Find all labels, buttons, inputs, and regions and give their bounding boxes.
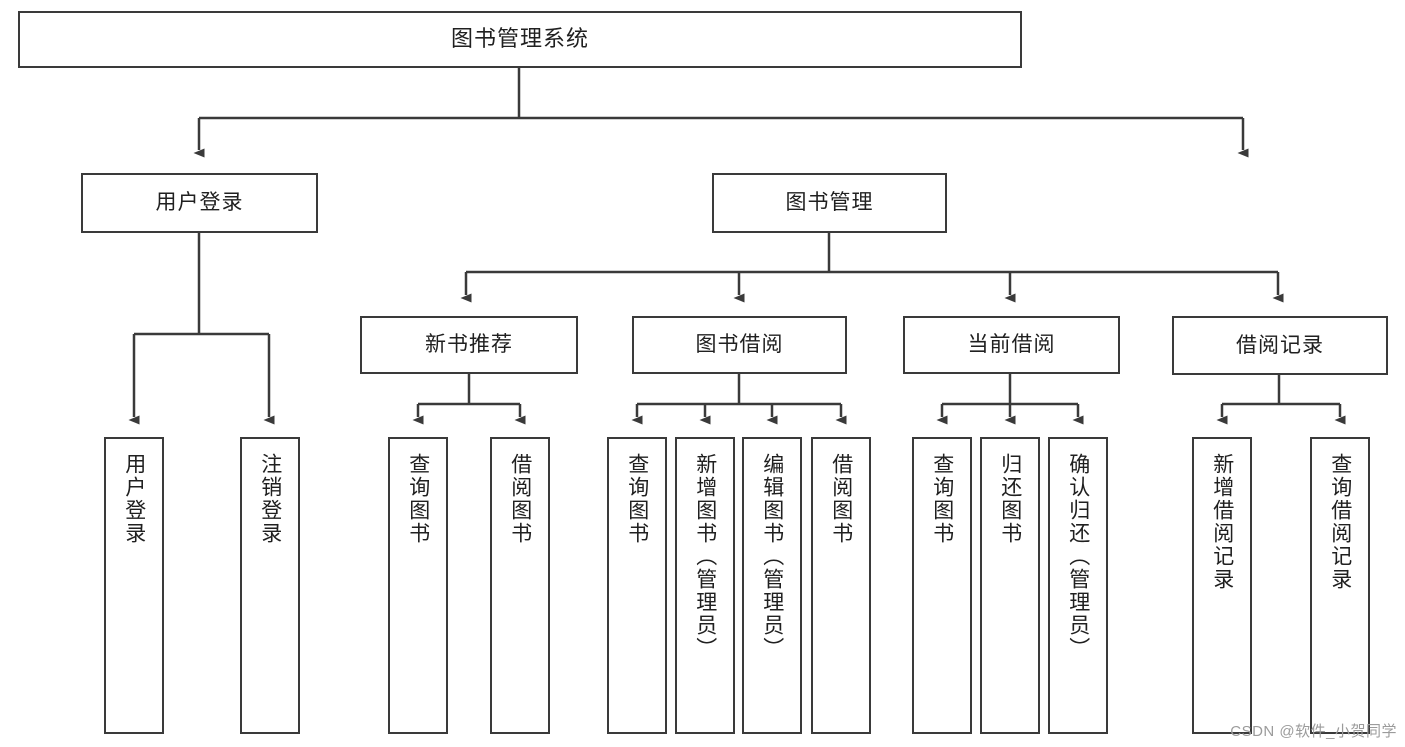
leaf-label: 确认归还（管理员） [1066,453,1090,660]
leaf-label: 新增借阅记录 [1210,453,1234,591]
leaf-label: 借阅图书 [508,453,532,545]
leaf-label: 查询借阅记录 [1328,453,1352,591]
leaf-return-book[interactable]: 归还图书 [980,437,1040,734]
leaf-label: 归还图书 [998,453,1022,545]
leaf-query-book-2[interactable]: 查询图书 [607,437,667,734]
leaf-label: 新增图书（管理员） [693,453,717,660]
node-book-borrow[interactable]: 图书借阅 [632,316,847,374]
node-book-management[interactable]: 图书管理 [712,173,947,233]
leaf-user-logout[interactable]: 注销登录 [240,437,300,734]
leaf-query-book-1[interactable]: 查询图书 [388,437,448,734]
node-current-borrow[interactable]: 当前借阅 [903,316,1120,374]
leaf-add-record[interactable]: 新增借阅记录 [1192,437,1252,734]
node-root[interactable]: 图书管理系统 [18,11,1022,68]
node-user-login[interactable]: 用户登录 [81,173,318,233]
leaf-confirm-return[interactable]: 确认归还（管理员） [1048,437,1108,734]
node-borrow-record[interactable]: 借阅记录 [1172,316,1388,375]
leaf-label: 注销登录 [258,453,282,545]
leaf-label: 查询图书 [406,453,430,545]
leaf-edit-book[interactable]: 编辑图书（管理员） [742,437,802,734]
leaf-label: 查询图书 [625,453,649,545]
leaf-label: 借阅图书 [829,453,853,545]
node-new-book-recommend[interactable]: 新书推荐 [360,316,578,374]
leaf-user-login[interactable]: 用户登录 [104,437,164,734]
leaf-query-book-3[interactable]: 查询图书 [912,437,972,734]
csdn-watermark: CSDN @软件_小贺同学 [1230,723,1397,740]
leaf-label: 编辑图书（管理员） [760,453,784,660]
leaf-borrow-book-2[interactable]: 借阅图书 [811,437,871,734]
leaf-label: 查询图书 [930,453,954,545]
leaf-query-record[interactable]: 查询借阅记录 [1310,437,1370,734]
leaf-label: 用户登录 [122,453,146,545]
leaf-add-book[interactable]: 新增图书（管理员） [675,437,735,734]
leaf-borrow-book-1[interactable]: 借阅图书 [490,437,550,734]
